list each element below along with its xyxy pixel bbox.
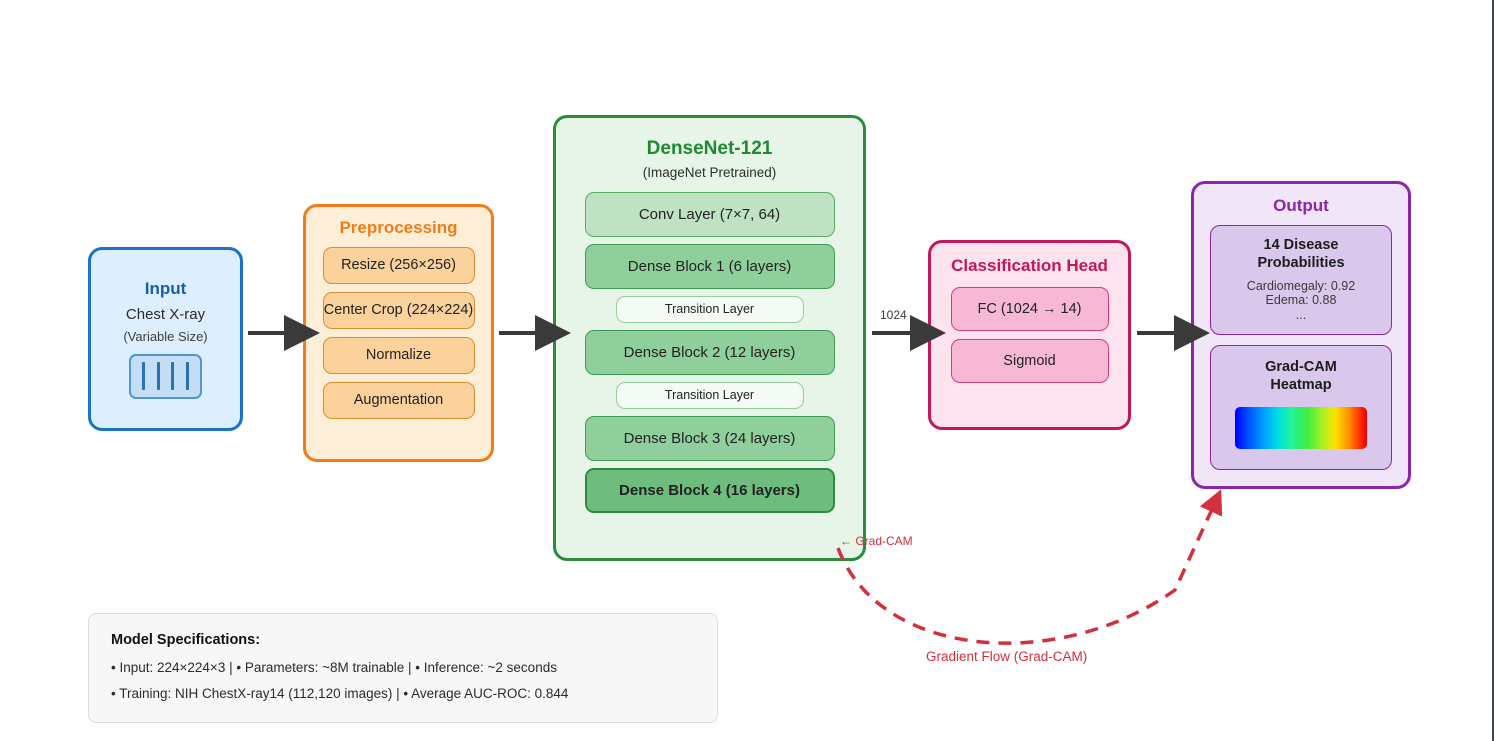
backbone-subtitle: (ImageNet Pretrained): [642, 164, 777, 180]
preprocessing-step-normalize[interactable]: Normalize: [322, 336, 475, 374]
xray-film-icon: [129, 353, 202, 399]
preprocessing-step-center-crop[interactable]: Center Crop (224×224): [322, 291, 475, 329]
input-stage[interactable]: Input Chest X-ray (Variable Size): [88, 247, 243, 431]
xray-rib-2: [156, 362, 160, 391]
output-heatmap-card[interactable]: Grad-CAM Heatmap: [1210, 344, 1392, 470]
output-stage[interactable]: Output 14 Disease Probabilities Cardiome…: [1191, 181, 1411, 489]
backbone-stage[interactable]: DenseNet-121 (ImageNet Pretrained) Conv …: [553, 115, 866, 561]
output-probability-edema: Edema: 0.88: [1265, 292, 1337, 307]
xray-rib-4: [185, 362, 189, 391]
classification-head-title: Classification Head: [951, 256, 1108, 275]
edge-label-gradcam-tap: ← Grad-CAM: [840, 534, 913, 548]
output-probability-cardiomegaly: Cardiomegaly: 0.92: [1246, 278, 1356, 293]
input-size-note: (Variable Size): [123, 328, 208, 344]
preprocessing-title: Preprocessing: [339, 218, 458, 237]
preprocessing-stage[interactable]: Preprocessing Resize (256×256) Center Cr…: [303, 204, 494, 462]
model-specifications-line-2: • Training: NIH ChestX-ray14 (112,120 im…: [111, 686, 569, 701]
classification-head-stage[interactable]: Classification Head FC (1024 → 14) Sigmo…: [928, 240, 1131, 430]
output-probabilities-card[interactable]: 14 Disease Probabilities Cardiomegaly: 0…: [1210, 224, 1392, 335]
gradient-flow-connector: [836, 489, 1223, 645]
head-layer-sigmoid[interactable]: Sigmoid: [950, 338, 1109, 383]
output-probabilities-ellipsis: ...: [1295, 307, 1307, 322]
backbone-layer-dense-block-2[interactable]: Dense Block 2 (12 layers): [584, 329, 835, 375]
backbone-layer-transition-2[interactable]: Transition Layer: [615, 381, 804, 409]
edge-label-gradient-flow: Gradient Flow (Grad-CAM): [926, 649, 1088, 664]
output-heatmap-title-line2: Heatmap: [1270, 377, 1332, 394]
output-title: Output: [1273, 196, 1329, 215]
model-specifications-line-1: • Input: 224×224×3 | • Parameters: ~8M t…: [111, 660, 557, 675]
backbone-layer-transition-1[interactable]: Transition Layer: [615, 295, 804, 323]
model-specifications-title: Model Specifications:: [111, 632, 261, 648]
xray-rib-1: [142, 362, 146, 391]
backbone-layer-dense-block-1[interactable]: Dense Block 1 (6 layers): [584, 243, 835, 289]
xray-rib-3: [171, 362, 175, 391]
output-probabilities-title: 14 Disease Probabilities: [1257, 236, 1344, 272]
output-heatmap-title: Grad-CAM Heatmap: [1265, 358, 1337, 396]
edge-label-feature-dim: 1024: [880, 308, 907, 322]
preprocessing-step-resize[interactable]: Resize (256×256): [322, 246, 475, 284]
output-probabilities-title-line1: 14 Disease: [1263, 236, 1339, 253]
output-probabilities-title-line2: Probabilities: [1257, 254, 1345, 271]
head-layer-fc[interactable]: FC (1024 → 14): [950, 286, 1109, 331]
preprocessing-step-augmentation[interactable]: Augmentation: [322, 381, 475, 419]
backbone-title: DenseNet-121: [646, 138, 773, 159]
backbone-layer-dense-block-4[interactable]: Dense Block 4 (16 layers): [584, 467, 835, 513]
output-heatmap-title-line1: Grad-CAM: [1265, 358, 1337, 375]
input-title: Input: [144, 279, 187, 299]
backbone-layer-dense-block-3[interactable]: Dense Block 3 (24 layers): [584, 415, 835, 461]
model-specifications-panel: Model Specifications: • Input: 224×224×3…: [88, 613, 718, 723]
backbone-layer-conv[interactable]: Conv Layer (7×7, 64): [584, 191, 835, 237]
jet-colormap-bar: [1235, 407, 1367, 450]
input-subtitle: Chest X-ray: [125, 305, 206, 323]
